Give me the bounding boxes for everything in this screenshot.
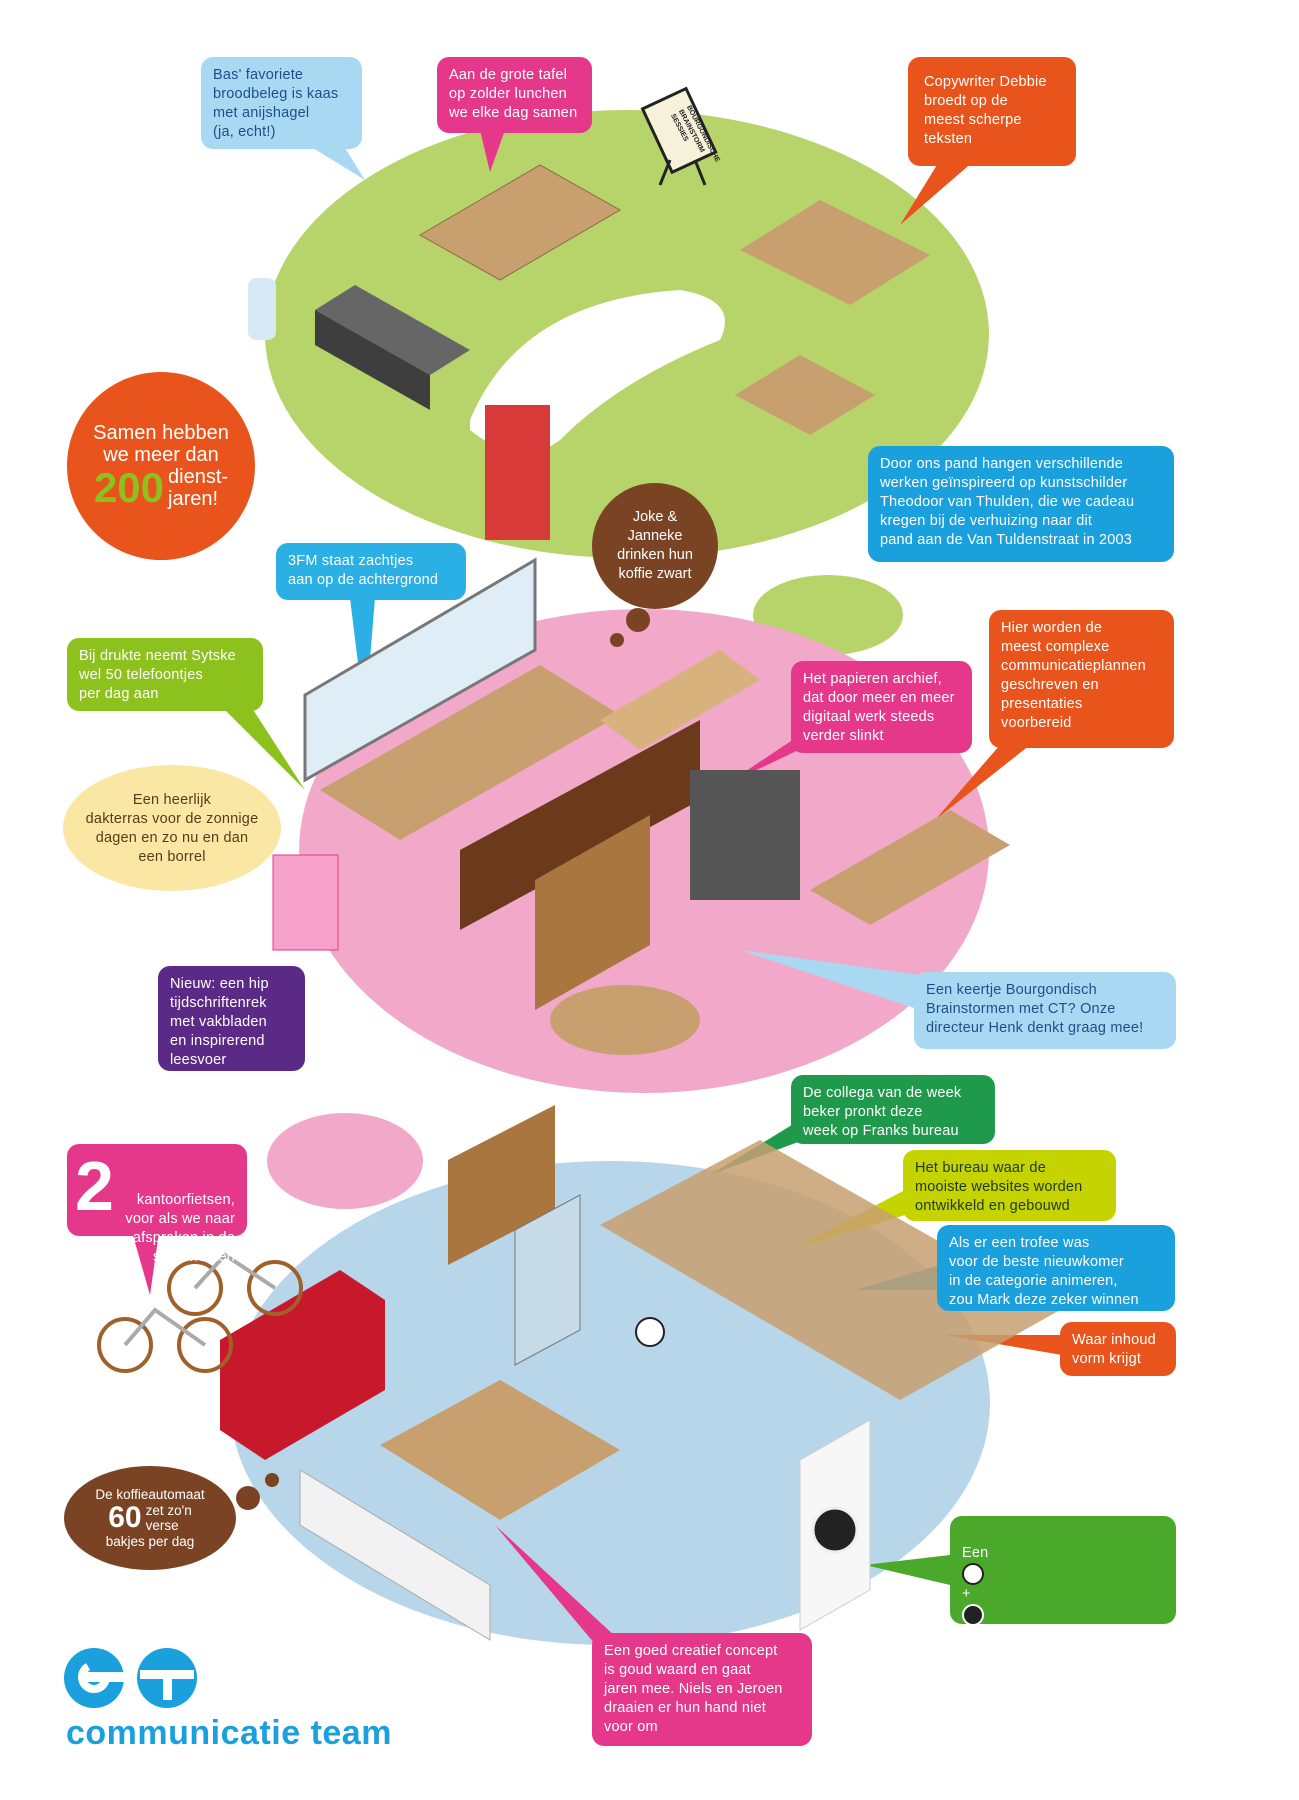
terrace-ellipse [63,765,281,891]
bubble-trophy-mark: Als er een trofee was voor de beste nieu… [937,1225,1175,1311]
meeting-cupboards [448,1105,555,1265]
samen-line4: jaren! [168,488,219,510]
debbie-desk [740,200,930,305]
water-cooler [248,278,276,340]
bubble-content-form: Waar inhoud vorm krijgt [1060,1322,1176,1376]
bubble-creative-concept: Een goed creatief concept is goud waard … [592,1633,812,1746]
thought-dot [236,1486,260,1510]
tail [480,130,505,172]
bubble-colleague-of-week: De collega van de week beker pronkt deze… [791,1075,995,1144]
meeting-floor [267,1113,423,1209]
bikes-text: kantoorfietsen, voor als we naar afsprak… [125,1192,235,1265]
bubble-office-bikes: 2 kantoorfietsen, voor als we naar afspr… [67,1144,247,1265]
attic-desk [735,355,875,435]
bubble-roof-terrace: Een heerlijk dakterras voor de zonnige d… [85,792,259,865]
bicycles [97,1252,303,1373]
kitchen-island-side [315,310,430,410]
bubble-websites-desk: Het bureau waar de mooiste websites word… [903,1150,1116,1221]
easel [640,86,718,186]
dartboard-icon [962,1604,984,1626]
web-desks [600,1140,1060,1400]
magazine-rack [272,854,339,951]
koffie-line3: bakjes per dag [105,1534,195,1549]
football-icon [962,1563,984,1585]
archive-cabinets [460,720,700,930]
bubble-3fm-radio: 3FM staat zachtjes aan op de achtergrond [276,543,466,600]
service-years-number: 200 [93,464,165,511]
bubble-studio-games: Een + zijn onmisbaar in de studio, om de… [950,1516,1176,1719]
planning-desks [810,810,1010,925]
bubble-bas-broodbeleg: Bas' favoriete broodbeleg is kaas met an… [201,57,362,149]
bubble-van-thulden: Door ons pand hangen verschillende werke… [868,446,1174,562]
sytske-desks [320,665,620,840]
stairs [600,650,760,750]
shelving [299,1469,491,1641]
bikes-count: 2 [75,1147,115,1225]
office-windows [303,557,537,783]
bubble-sytske-phone: Bij drukte neemt Sytske wel 50 telefoont… [67,638,263,711]
coffee-machine-circle: De koffieautomaat 60 zet zo'n verse bakj… [64,1466,236,1570]
joke-janneke-circle: Joke & Janneke drinken hun koffie zwart [592,483,718,609]
samen-line3: dienst- [168,466,229,488]
company-name: communicatie team [66,1714,392,1752]
tail [350,598,375,720]
door [514,1194,581,1366]
studio-text: onmisbaar in de studio, om de creatieve … [962,1665,1147,1719]
archive-cabinets-2 [535,815,650,1010]
coffee-cups-number: 60 [108,1501,142,1534]
studio-plus: + [962,1586,971,1602]
tail [740,950,920,1010]
bubble-communication-plans: Hier worden de meest complexe communicat… [989,610,1174,748]
studio-een: Een [962,1545,989,1561]
tail [865,1555,950,1585]
tail [130,1225,160,1295]
thought-dot [610,633,624,647]
tail [935,745,1030,820]
samen-line1: Samen hebben [93,422,229,444]
samen-line2: we meer dan [103,444,219,466]
lunch-table [418,164,622,281]
koffie-line1: De koffieautomaat [95,1487,205,1502]
tail [495,1525,630,1650]
dartboard [811,1506,859,1554]
bubble-copywriter-debbie: Copywriter Debbie broedt op de meest sch… [908,57,1076,166]
meeting-table [550,985,700,1055]
bubble-paper-archive: Het papieren archief, dat door meer en m… [791,661,972,753]
bubble-magazine-rack: Nieuw: een hip tijdschriftenrek met vakb… [158,966,305,1071]
studio-zijn: zijn [962,1627,985,1643]
kitchen-red [220,1270,385,1460]
archive-cabinet [690,770,800,900]
creative-desks [380,1380,620,1520]
tail [300,140,365,180]
thought-dot [265,1473,279,1487]
tail [220,705,305,790]
joke-text: Joke & Janneke drinken hun koffie zwart [617,509,693,582]
bubble-bourgondisch-brainstorm: Een keertje Bourgondisch Brainstormen me… [914,972,1176,1049]
service-years-circle: Samen hebben we meer dan 200 dienst-jare… [67,372,255,560]
thought-dot [626,608,650,632]
football [635,1317,665,1347]
kitchen-island [315,285,470,375]
tail [900,160,975,225]
ct-logo-icon [64,1648,197,1708]
bubble-lunch-table: Aan de grote tafel op zolder lunchen we … [437,57,592,133]
bookshelf [485,405,550,540]
koffie-line2: zet zo'n verse [145,1503,192,1533]
